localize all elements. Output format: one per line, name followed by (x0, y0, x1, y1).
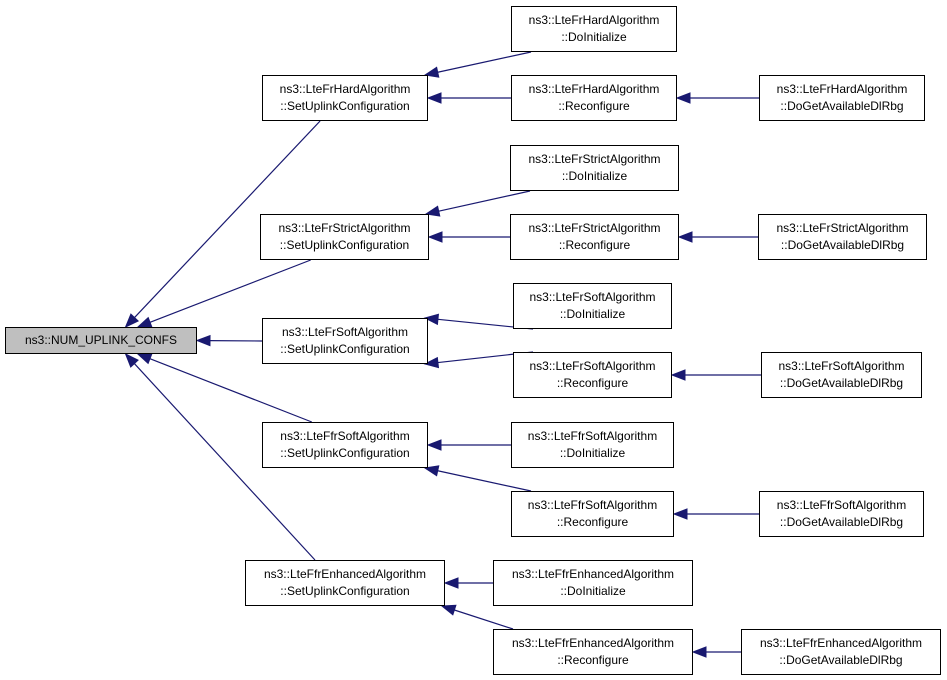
arrowhead-soft_reconf-to-soft_set (423, 356, 440, 369)
node-enhanced-doinitialize[interactable]: ns3::LteFfrEnhancedAlgorithm ::DoInitial… (493, 560, 693, 606)
node-label: ns3::NUM_UPLINK_CONFS (24, 333, 178, 347)
node-label-method: ::DoGetAvailableDlRbg (779, 515, 904, 529)
arrowhead-enh_get-to-enh_reconf (691, 646, 707, 658)
node-hard-set-uplink[interactable]: ns3::LteFrHardAlgorithm ::SetUplinkConfi… (262, 75, 428, 121)
arrowhead-hard_get-to-hard_reconf (675, 92, 691, 104)
node-label-class: ns3::LteFrSoftAlgorithm (778, 359, 905, 373)
arrowhead-soft_set-to-root (195, 334, 211, 347)
node-label-class: ns3::LteFfrSoftAlgorithm (527, 498, 658, 512)
arrowhead-soft_get-to-soft_reconf (670, 369, 686, 381)
edge-enh_reconf-to-enh_set (454, 609, 514, 630)
node-hard-reconfigure[interactable]: ns3::LteFrHardAlgorithm ::Reconfigure (511, 75, 677, 121)
node-label-method: ::Reconfigure (556, 515, 629, 529)
node-strict-dogetavailabledlrbg[interactable]: ns3::LteFrStrictAlgorithm ::DoGetAvailab… (758, 214, 927, 260)
node-label-method: ::DoInitialize (559, 446, 626, 460)
node-label-method: ::DoInitialize (561, 30, 627, 44)
node-label-class: ns3::LteFfrSoftAlgorithm (527, 429, 658, 443)
edge-hard_init-to-hard_set (437, 51, 532, 73)
arrowhead-soft_init-to-soft_set (423, 313, 440, 326)
node-soft-dogetavailabledlrbg[interactable]: ns3::LteFrSoftAlgorithm ::DoGetAvailable… (761, 352, 922, 398)
node-soft-set-uplink[interactable]: ns3::LteFrSoftAlgorithm ::SetUplinkConfi… (262, 318, 428, 364)
node-label-class: ns3::LteFrStrictAlgorithm (528, 152, 661, 166)
edge-hard_set-to-root (134, 120, 321, 318)
node-label-method: ::DoInitialize (561, 169, 628, 183)
node-label-method: ::DoGetAvailableDlRbg (780, 99, 904, 113)
node-strict-doinitialize[interactable]: ns3::LteFrStrictAlgorithm ::DoInitialize (510, 145, 679, 191)
node-label-class: ns3::LteFrStrictAlgorithm (528, 221, 661, 235)
arrowhead-strict_set-to-root (136, 316, 153, 328)
arrowhead-strict_reconf-to-strict_set (427, 231, 443, 243)
arrowhead-strict_init-to-strict_set (424, 205, 441, 217)
node-label-class: ns3::LteFfrSoftAlgorithm (776, 498, 907, 512)
node-label-method: ::Reconfigure (557, 653, 629, 667)
edge-ffrsoft_reconf-to-ffrsoft_set (437, 470, 532, 492)
node-hard-doinitialize[interactable]: ns3::LteFrHardAlgorithm ::DoInitialize (511, 6, 677, 52)
node-label-class: ns3::LteFrStrictAlgorithm (278, 221, 411, 235)
node-label-class: ns3::LteFrHardAlgorithm (528, 13, 660, 27)
edge-ffrsoft_set-to-root (149, 358, 313, 423)
arrowhead-strict_get-to-strict_reconf (677, 231, 693, 243)
node-label-class: ns3::LteFfrEnhancedAlgorithm (759, 636, 923, 650)
edge-enh_set-to-root (133, 363, 316, 561)
node-hard-dogetavailabledlrbg[interactable]: ns3::LteFrHardAlgorithm ::DoGetAvailable… (759, 75, 925, 121)
node-enhanced-set-uplink[interactable]: ns3::LteFfrEnhancedAlgorithm ::SetUplink… (245, 560, 445, 606)
node-ffrsoft-set-uplink[interactable]: ns3::LteFfrSoftAlgorithm ::SetUplinkConf… (262, 422, 428, 468)
node-label-method: ::SetUplinkConfiguration (280, 99, 410, 113)
node-label-class: ns3::LteFfrEnhancedAlgorithm (511, 636, 675, 650)
node-label-method: ::DoGetAvailableDlRbg (780, 238, 905, 252)
node-enhanced-dogetavailabledlrbg[interactable]: ns3::LteFfrEnhancedAlgorithm ::DoGetAvai… (741, 629, 941, 675)
node-label-method: ::DoInitialize (560, 584, 626, 598)
node-label-method: ::SetUplinkConfiguration (279, 238, 410, 252)
arrowhead-hard_init-to-hard_set (423, 66, 440, 78)
node-label-method: ::Reconfigure (558, 238, 631, 252)
node-label-class: ns3::LteFfrEnhancedAlgorithm (511, 567, 675, 581)
node-label-class: ns3::LteFfrEnhancedAlgorithm (263, 567, 427, 581)
arrowhead-enh_init-to-enh_set (443, 577, 459, 589)
arrowhead-ffrsoft_init-to-ffrsoft_set (426, 439, 442, 451)
node-label-class: ns3::LteFrSoftAlgorithm (529, 359, 656, 373)
node-label-class: ns3::LteFfrSoftAlgorithm (280, 429, 410, 443)
node-enhanced-reconfigure[interactable]: ns3::LteFfrEnhancedAlgorithm ::Reconfigu… (493, 629, 693, 675)
node-strict-set-uplink[interactable]: ns3::LteFrStrictAlgorithm ::SetUplinkCon… (260, 214, 429, 260)
arrowhead-ffrsoft_set-to-root (136, 353, 153, 365)
node-label-class: ns3::LteFrSoftAlgorithm (529, 290, 656, 304)
node-label-method: ::Reconfigure (558, 99, 630, 113)
node-label-method: ::DoInitialize (559, 307, 626, 321)
arrowhead-enh_set-to-root (124, 352, 139, 368)
node-label-class: ns3::LteFrHardAlgorithm (528, 82, 660, 96)
node-label-method: ::SetUplinkConfiguration (280, 446, 410, 460)
node-label-method: ::SetUplinkConfiguration (280, 342, 410, 356)
node-label-method: ::DoGetAvailableDlRbg (779, 653, 903, 667)
edge-strict_set-to-root (149, 259, 311, 323)
node-ffrsoft-dogetavailabledlrbg[interactable]: ns3::LteFfrSoftAlgorithm ::DoGetAvailabl… (759, 491, 924, 537)
arrowhead-ffrsoft_get-to-ffrsoft_reconf (672, 508, 688, 520)
node-soft-reconfigure[interactable]: ns3::LteFrSoftAlgorithm ::Reconfigure (513, 352, 672, 398)
node-label-method: ::DoGetAvailableDlRbg (779, 376, 904, 390)
node-ffrsoft-reconfigure[interactable]: ns3::LteFfrSoftAlgorithm ::Reconfigure (511, 491, 674, 537)
node-label-class: ns3::LteFrHardAlgorithm (776, 82, 908, 96)
node-label-class: ns3::LteFrSoftAlgorithm (281, 325, 409, 339)
node-root: ns3::NUM_UPLINK_CONFS (5, 327, 197, 354)
node-label-class: ns3::LteFrStrictAlgorithm (776, 221, 909, 235)
node-label-method: ::Reconfigure (556, 376, 629, 390)
arrowhead-hard_set-to-root (124, 313, 140, 329)
arrowhead-hard_reconf-to-hard_set (426, 92, 442, 104)
arrowhead-ffrsoft_reconf-to-ffrsoft_set (423, 465, 440, 477)
node-ffrsoft-doinitialize[interactable]: ns3::LteFfrSoftAlgorithm ::DoInitialize (511, 422, 674, 468)
edge-strict_init-to-strict_set (438, 190, 531, 212)
arrowhead-enh_reconf-to-enh_set (440, 604, 457, 616)
node-label-method: ::SetUplinkConfiguration (280, 584, 410, 598)
node-strict-reconfigure[interactable]: ns3::LteFrStrictAlgorithm ::Reconfigure (510, 214, 679, 260)
node-soft-doinitialize[interactable]: ns3::LteFrSoftAlgorithm ::DoInitialize (513, 283, 672, 329)
node-label-class: ns3::LteFrHardAlgorithm (279, 82, 411, 96)
